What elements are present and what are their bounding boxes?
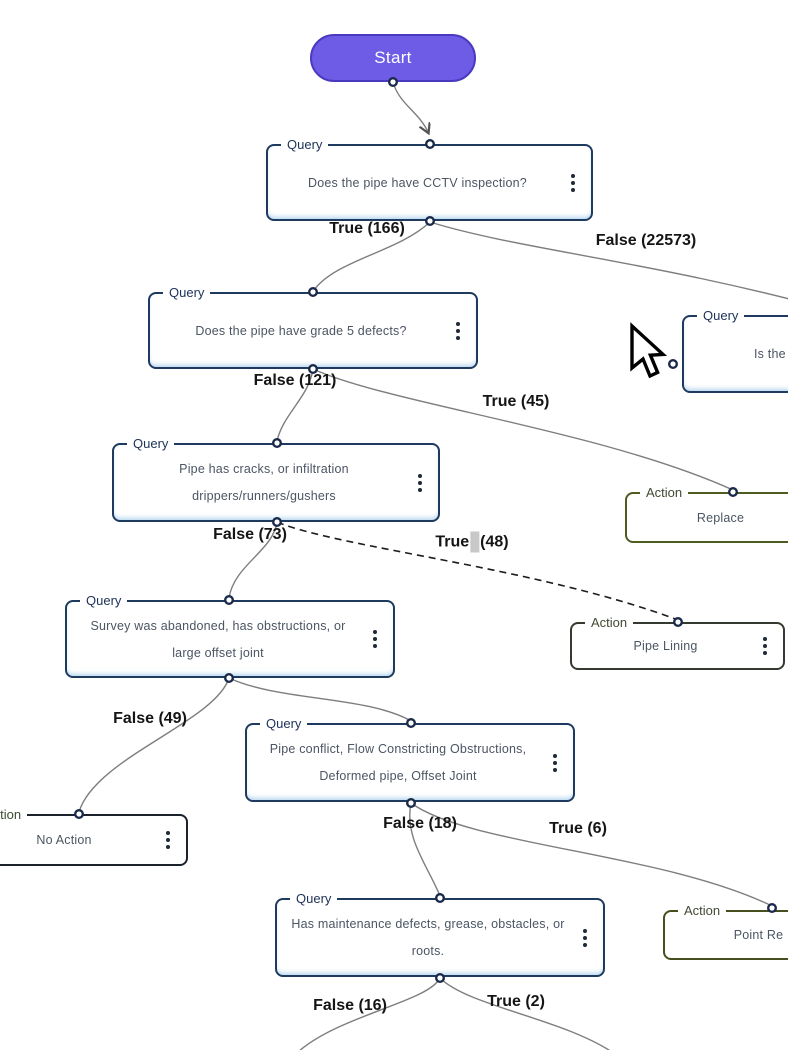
node-kind-label: Query bbox=[163, 284, 211, 302]
query-node-conflict[interactable]: Query Pipe conflict, Flow Constricting O… bbox=[245, 715, 575, 802]
node-text: Pipe Lining bbox=[633, 639, 698, 654]
kebab-menu-icon[interactable] bbox=[166, 838, 170, 842]
node-kind-label: Action bbox=[678, 902, 727, 920]
query-node-maintenance[interactable]: Query Has maintenance defects, grease, o… bbox=[275, 890, 605, 977]
kebab-menu-icon[interactable] bbox=[553, 760, 557, 765]
node-text: Does the pipe have grade 5 defects? bbox=[195, 323, 407, 338]
edge-label-cctv-true: True (166) bbox=[329, 220, 405, 237]
node-text: Point Re bbox=[733, 928, 784, 943]
node-kind-label: Action bbox=[0, 806, 28, 824]
kebab-menu-icon[interactable] bbox=[583, 935, 587, 940]
edge-label-cracks-true: True (48) bbox=[435, 531, 509, 553]
kebab-menu-icon[interactable] bbox=[571, 180, 575, 185]
edge-label-survey-false: False (49) bbox=[113, 710, 187, 727]
edge-conflict-pointrepair-true[interactable] bbox=[410, 802, 773, 907]
query-node-grade5[interactable]: Query Does the pipe have grade 5 defects… bbox=[148, 284, 478, 369]
edge-label-cracks-false: False (73) bbox=[213, 526, 287, 543]
node-text: Pipe conflict, Flow Constricting Obstruc… bbox=[269, 742, 527, 783]
node-kind-label: Action bbox=[585, 614, 634, 632]
kebab-menu-icon[interactable] bbox=[373, 637, 377, 641]
edge-label-grade5-false: False (121) bbox=[253, 372, 337, 389]
kebab-menu-icon[interactable] bbox=[763, 644, 767, 648]
node-kind-label: Query bbox=[260, 715, 308, 733]
node-kind-label: Query bbox=[127, 435, 175, 453]
action-node-pipe-lining[interactable]: Action Pipe Lining bbox=[570, 614, 785, 670]
node-kind-label: Query bbox=[290, 890, 338, 908]
node-text: Replace bbox=[696, 510, 745, 525]
node-text: Survey was abandoned, has obstructions, … bbox=[90, 618, 346, 660]
action-node-replace[interactable]: Action Replace bbox=[625, 484, 788, 543]
action-node-point-repair[interactable]: Action Point Re bbox=[663, 902, 788, 960]
kebab-menu-icon[interactable] bbox=[418, 480, 422, 485]
query-node-cracks[interactable]: Query Pipe has cracks, or infiltration d… bbox=[112, 435, 440, 522]
node-kind-label: Query bbox=[697, 307, 745, 325]
text-selection-highlight bbox=[470, 531, 480, 553]
start-node[interactable]: Start bbox=[310, 34, 476, 82]
node-text: Does the pipe have CCTV inspection? bbox=[308, 175, 527, 190]
query-node-cctv[interactable]: Query Does the pipe have CCTV inspection… bbox=[266, 136, 593, 221]
edge-label-maintenance-false: False (16) bbox=[313, 997, 387, 1014]
node-kind-label: Action bbox=[640, 484, 689, 502]
start-label: Start bbox=[374, 48, 412, 67]
edge-label-conflict-false: False (18) bbox=[383, 815, 457, 832]
node-kind-label: Query bbox=[281, 136, 329, 154]
edge-label-grade5-true: True (45) bbox=[482, 393, 550, 410]
action-node-no-action[interactable]: Action No Action bbox=[0, 806, 188, 866]
node-text: Pipe has cracks, or infiltration dripper… bbox=[179, 462, 349, 503]
node-text: Is the bbox=[754, 347, 786, 362]
node-text: No Action bbox=[36, 833, 92, 848]
edge-maintenance-true-offscreen[interactable] bbox=[439, 977, 612, 1050]
mouse-cursor-icon bbox=[630, 322, 668, 379]
edge-start-cctv[interactable] bbox=[392, 81, 428, 132]
edge-survey-noaction-false[interactable] bbox=[78, 677, 230, 813]
kebab-menu-icon[interactable] bbox=[456, 328, 460, 333]
edge-survey-conflict-true[interactable] bbox=[228, 677, 412, 722]
edge-label-count: (48) bbox=[480, 533, 509, 550]
edge-label-conflict-true: True (6) bbox=[549, 820, 607, 837]
node-kind-label: Query bbox=[80, 592, 128, 610]
edge-label-maintenance-true: True (2) bbox=[487, 993, 545, 1010]
query-node-right-clipped[interactable]: Query Is the bbox=[682, 307, 788, 393]
node-text: Has maintenance defects, grease, obstacl… bbox=[291, 917, 565, 958]
query-node-survey[interactable]: Query Survey was abandoned, has obstruct… bbox=[65, 592, 395, 678]
edge-label-word: True bbox=[435, 533, 470, 550]
edge-label-cctv-false: False (22573) bbox=[595, 232, 697, 249]
